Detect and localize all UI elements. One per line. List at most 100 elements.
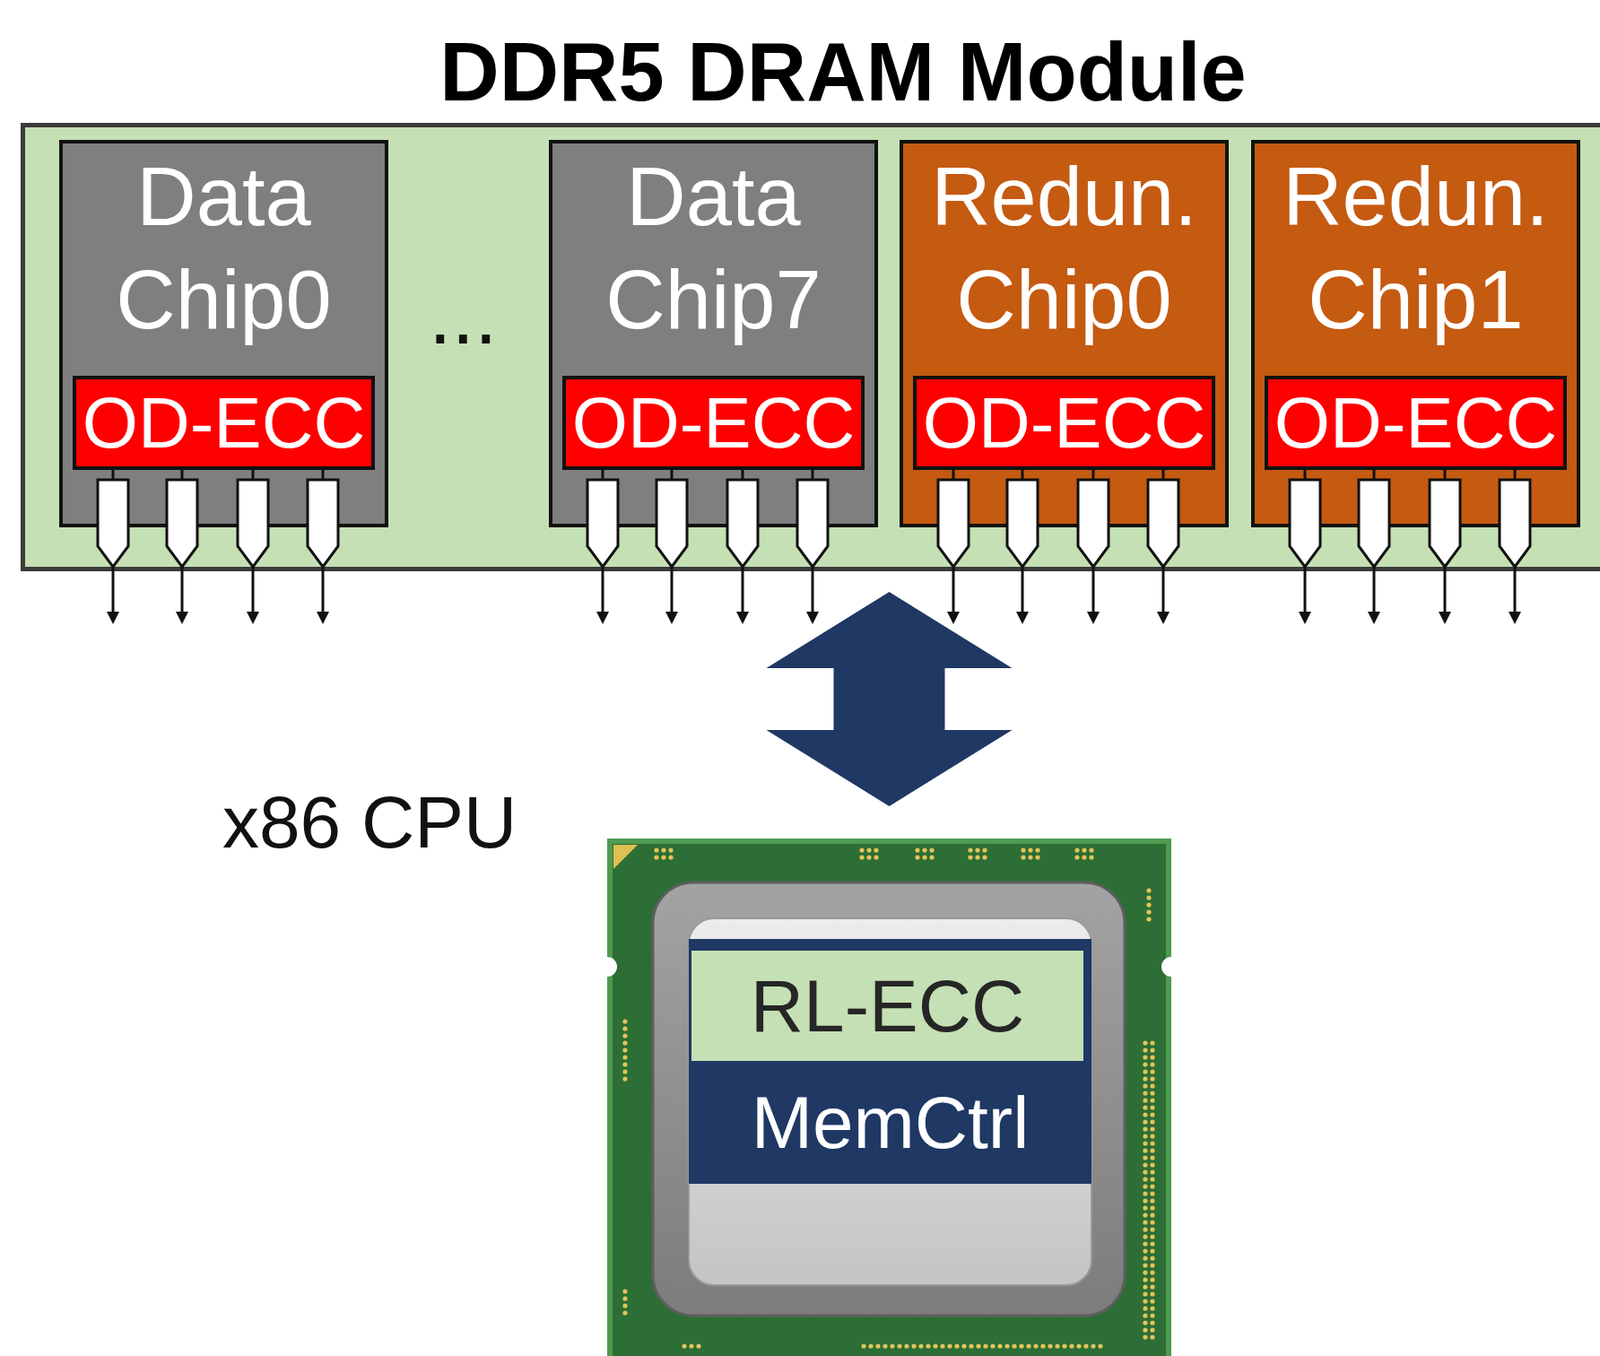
contact-dot	[622, 1033, 627, 1038]
pin-stub	[1162, 469, 1166, 480]
pin-signal-arrowhead	[1438, 611, 1452, 625]
contact-dot	[1149, 1083, 1155, 1088]
contact-dot	[1142, 1248, 1148, 1253]
io-pin	[727, 479, 758, 567]
contact-dot	[1142, 1176, 1148, 1182]
module-title: DDR5 DRAM Module	[439, 30, 1247, 114]
contact-dot	[1142, 1162, 1148, 1167]
contact-dot	[929, 854, 934, 860]
pin-signal-line	[1021, 566, 1025, 616]
memory-controller-block: MemCtrl	[688, 1060, 1092, 1184]
ellipsis-label: ...	[428, 273, 498, 357]
pin-signal-line	[952, 566, 956, 616]
contact-dot	[681, 1343, 687, 1348]
rl-ecc-block: RL-ECC	[691, 950, 1084, 1061]
pin-signal-arrowhead	[106, 611, 120, 625]
contact-dot	[1149, 1226, 1155, 1232]
pin-stub	[1092, 469, 1096, 480]
contact-dot	[1026, 1343, 1031, 1348]
contact-dot	[1011, 1343, 1017, 1348]
contact-dot	[1149, 1133, 1155, 1139]
contact-dot	[1142, 1155, 1148, 1160]
contact-dot	[1142, 1334, 1148, 1340]
contact-dot	[660, 847, 666, 853]
pin-signal-arrowhead	[316, 611, 330, 625]
contact-dot	[1033, 1343, 1038, 1348]
contact-dot	[1142, 1169, 1148, 1174]
contact-dot	[873, 854, 879, 860]
io-pin	[1147, 479, 1179, 567]
contact-dot	[1149, 1140, 1155, 1146]
contact-dot	[1146, 909, 1151, 914]
pin-signal-arrowhead	[596, 611, 609, 625]
contact-dot	[866, 847, 871, 853]
contact-dot	[1149, 1147, 1155, 1153]
contact-dot	[1142, 1291, 1148, 1296]
chip-label: Data Chip7	[552, 145, 875, 352]
pin-signal-line	[1304, 566, 1307, 616]
contact-dot	[1149, 1076, 1155, 1081]
io-pin	[1007, 479, 1038, 567]
io-pin	[1429, 479, 1461, 567]
contact-dot	[1149, 1162, 1155, 1167]
pin-signal-line	[1513, 566, 1517, 616]
pin-stub	[1304, 469, 1307, 480]
io-pin	[97, 479, 129, 567]
cpu-substrate	[609, 841, 1169, 1356]
contact-dot	[1142, 1305, 1148, 1311]
contact-dot	[982, 854, 987, 860]
contact-dot	[622, 1026, 627, 1031]
contact-dot	[668, 854, 673, 860]
contact-dot	[914, 847, 920, 853]
contact-dot	[866, 854, 871, 860]
pin-signal-line	[601, 566, 605, 616]
pin-signal-line	[181, 566, 184, 616]
contact-dot	[653, 854, 659, 860]
contact-dot	[1149, 1269, 1155, 1275]
pin-signal-line	[811, 566, 815, 616]
contact-dot	[967, 854, 973, 860]
pin-stub	[252, 469, 255, 480]
contact-dot	[1097, 1343, 1103, 1348]
contact-dot	[1142, 1269, 1148, 1275]
dram-module: DDR5 DRAM ModuleData Chip0OD-ECCData Chi…	[20, 122, 1600, 572]
io-pin	[1078, 479, 1109, 567]
substrate-notch	[607, 956, 618, 977]
contact-dot	[1069, 1343, 1074, 1348]
od-ecc-box: OD-ECC	[72, 375, 375, 470]
contact-dot	[1142, 1112, 1148, 1117]
contact-dot	[974, 854, 980, 860]
bidirectional-bus-arrow	[766, 591, 1013, 807]
ecc-block-label: RL-ECC	[750, 969, 1025, 1044]
pin-signal-arrowhead	[665, 611, 679, 625]
od-ecc-box: OD-ECC	[913, 375, 1216, 470]
contact-dot	[1149, 1327, 1155, 1332]
cpu-package: x86 CPURL-ECCMemCtrl	[607, 838, 1172, 1356]
io-pin	[237, 479, 269, 567]
contact-dot	[622, 1040, 627, 1045]
contact-dot	[1142, 1226, 1148, 1232]
contact-dot	[1149, 1112, 1155, 1117]
contact-dot	[1149, 1205, 1155, 1210]
io-pin	[1358, 479, 1390, 567]
io-pin	[307, 479, 339, 567]
contact-dot	[1149, 1298, 1155, 1304]
contact-dot	[1090, 1343, 1096, 1348]
heat-spreader-outer	[652, 882, 1125, 1316]
contact-dot	[1034, 854, 1040, 860]
contact-dot	[622, 1310, 627, 1315]
heat-spreader-inner	[688, 918, 1092, 1286]
contact-dot	[932, 1343, 938, 1348]
contact-dot	[1142, 1183, 1148, 1189]
chip-label: Data Chip0	[62, 145, 385, 352]
contact-dot	[1142, 1262, 1148, 1268]
contact-dot	[1142, 1219, 1148, 1225]
contact-dot	[1027, 847, 1033, 853]
contact-dot	[1142, 1298, 1148, 1304]
pin-stub	[1443, 469, 1447, 480]
pin-stub	[811, 469, 815, 480]
contact-dot	[1142, 1241, 1148, 1246]
contact-dot	[1149, 1262, 1155, 1268]
contact-dot	[1081, 854, 1087, 860]
